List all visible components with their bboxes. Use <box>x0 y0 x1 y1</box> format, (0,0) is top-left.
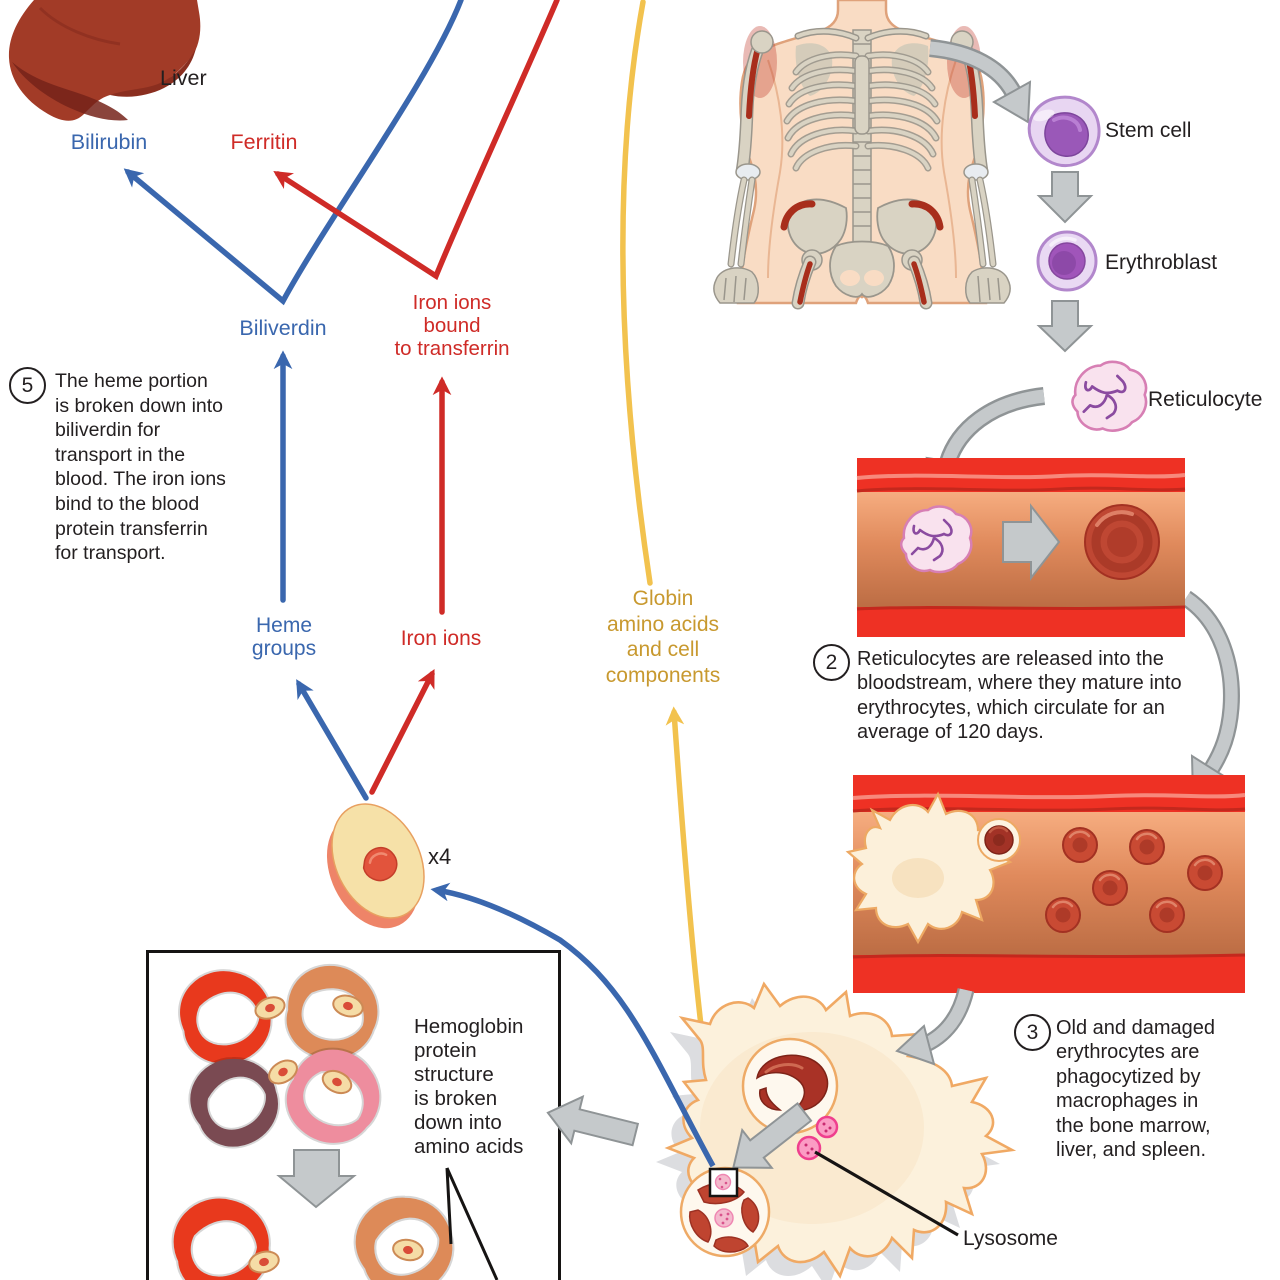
vacuole-erythrocyte <box>741 1037 839 1135</box>
step-2-text: Reticulocytes are released into the bloo… <box>857 648 1182 744</box>
liver-illustration <box>8 0 201 121</box>
arrow-erythroblast-to-reticulocyte <box>1036 300 1094 353</box>
x4-label: x4 <box>428 844 452 869</box>
ferritin-arrow <box>273 0 560 281</box>
arrow-marrow-to-stemcell <box>929 39 1032 124</box>
macrophage-in-vessel <box>845 791 1021 945</box>
erythroblast-label: Erythroblast <box>1105 251 1218 274</box>
heme-disc-illustration <box>326 803 425 929</box>
arrow-into-vacuole <box>717 1092 821 1188</box>
arrow-reticulocyte-to-vessel <box>925 387 1046 494</box>
blood-vessel-1 <box>856 458 1186 637</box>
lysosome-granules <box>796 1115 839 1161</box>
lysosome-pointer-line <box>814 1150 959 1237</box>
iron-transferrin-label: Iron ions bound to transferrin <box>394 291 510 360</box>
blood-vessel-2 <box>845 775 1246 993</box>
erythroblast-illustration <box>1036 230 1098 292</box>
erythrocyte-in-vessel <box>1084 504 1160 580</box>
heme-groups-label: Heme groups <box>251 614 317 660</box>
arrow-stem-to-erythroblast <box>1036 171 1094 224</box>
reticulocyte-in-vessel <box>899 505 973 574</box>
globin-label: Globin amino acids and cell components <box>605 587 721 687</box>
step-5-number: 5 <box>9 367 46 404</box>
torso-skin <box>736 0 988 305</box>
vacuole-fragments <box>679 1166 771 1258</box>
lysosome-label: Lysosome <box>963 1227 1058 1250</box>
skeleton-torso-illustration <box>713 0 1011 310</box>
biliverdin-label: Biliverdin <box>239 316 327 340</box>
arrow-reticulocyte-matures <box>1002 503 1061 581</box>
globin-arrow <box>665 706 726 1173</box>
ferritin-label: Ferritin <box>230 130 298 154</box>
stem-cell-illustration <box>1027 95 1101 167</box>
liver-label: Liver <box>160 66 207 90</box>
step-2-number: 2 <box>813 644 850 681</box>
step-3-number: 3 <box>1014 1014 1051 1051</box>
arrow-vessel2-to-macrophage <box>895 987 975 1066</box>
reticulocyte-label: Reticulocyte <box>1148 388 1263 411</box>
heme-groups-arrow <box>296 679 369 801</box>
iron-ions-arrow <box>369 668 435 795</box>
step-5-text: The heme portion is broken down into bil… <box>55 370 226 565</box>
hemoglobin-box-text: Hemoglobin protein structure is broken d… <box>414 1015 524 1158</box>
iron-ions-label: Iron ions <box>400 627 482 650</box>
reticulocyte-illustration <box>1071 360 1148 432</box>
bilirubin-label: Bilirubin <box>70 130 148 154</box>
inset-square <box>708 1167 739 1198</box>
globin-line-upper <box>620 0 653 586</box>
step-3-text: Old and damaged erythrocytes are phagocy… <box>1056 1017 1216 1162</box>
engulfed-erythrocyte <box>977 818 1021 862</box>
stem-cell-label: Stem cell <box>1105 119 1192 142</box>
inset-square-speckle <box>714 1173 732 1191</box>
